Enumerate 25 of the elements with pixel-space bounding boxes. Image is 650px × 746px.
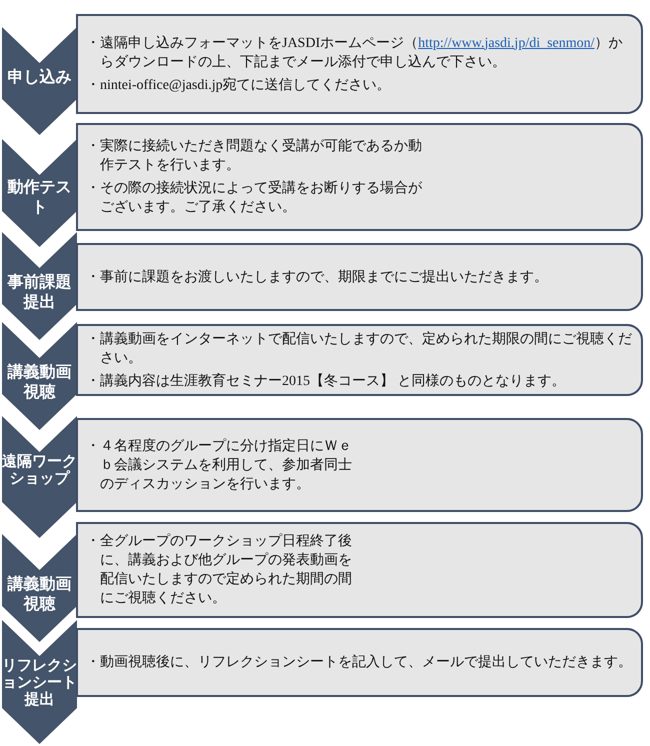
step-label: 講義動画視聴	[6, 574, 72, 614]
bullet-text: ・動画視聴後に、リフレクションシートを記入して、メールで提出していただきます。	[86, 654, 633, 672]
bullet-text: ・４名程度のグループに分け指定日にＷｅｂ会議システムを利用して、参加者同士のディスカッションを行います。	[86, 437, 353, 494]
step-label: 遠隔ワークショップ	[2, 453, 77, 487]
link: http://www.jasdi.jp/di_senmon/	[418, 36, 595, 50]
bullet-text: ・nintei-office@jasdi.jp宛てに送信してください。	[86, 76, 392, 94]
step-description-box	[76, 522, 643, 618]
bullet-text: ・講義動画をインターネットで配信いたしますので、定められた期限の間にご視聴ください。	[86, 330, 633, 368]
step-label: 申し込み	[6, 67, 72, 87]
bullet-text: ・その際の接続状況によって受講をお断りする場合がございます。ご了承ください。	[86, 179, 423, 217]
bullet-text: ・全グループのワークショップ日程終了後に、講義および他グループの発表動画を配信いたしますので定められた期間の間にご視聴ください。	[86, 532, 353, 608]
bullet-text: ・事前に課題をお渡しいたしますので、期限までにご提出いただきます。	[86, 268, 549, 286]
step-label: 動作テスト	[6, 177, 72, 217]
step-description-box	[76, 628, 643, 697]
step-description-box	[76, 324, 643, 396]
step-label: 事前課題提出	[6, 272, 72, 312]
step-label: 講義動画視聴	[6, 362, 72, 402]
step-description-box	[76, 14, 643, 114]
bullet-text: ・遠隔申し込みフォーマットをJASDIホームページ（http://www.jasdi.jp/di_senmon/）からダウンロードの上、下記までメール添付で申し込んで下さい。	[86, 34, 624, 72]
step-description-box	[76, 418, 643, 512]
bullet-text: ・実際に接続いただき問題なく受講が可能であるか動作テストを行います。	[86, 137, 423, 175]
step-label: リフレクションシート提出	[2, 657, 77, 708]
step-description-box	[76, 123, 643, 231]
step-description-box	[76, 243, 643, 311]
bullet-text: ・講義内容は生涯教育セミナー2015【冬コース】 と同様のものとなります。	[86, 372, 566, 390]
